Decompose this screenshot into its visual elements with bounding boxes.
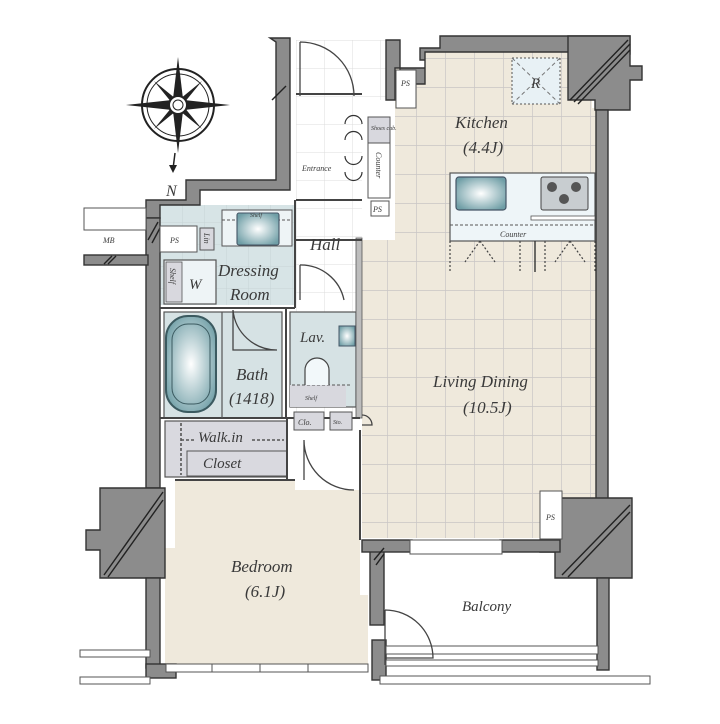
kitchen-counter: Counter [449,172,596,272]
mb-label: MB [102,236,115,245]
balcony-door [384,609,434,665]
walls [83,35,643,681]
kitchen-counter-label: Counter [500,230,527,239]
lin-label: Lin [202,232,211,244]
clo-label: Clo. [298,418,312,427]
mb-box [83,207,147,231]
living-dining-size: (10.5J) [463,398,512,417]
entrance-counter-label: Counter [374,152,383,179]
kitchen-sink [455,176,507,211]
dressing-shelf-label: Shelf [250,212,263,219]
bedroom-door [303,439,355,491]
entrance-storage: Shoes cab. Counter PS [344,114,397,217]
bathtub-icon [165,312,223,418]
ps-dressing-label: PS [169,236,179,245]
dressing-utility: PS Lin MB [102,225,215,253]
dressing-room-label-1: Dressing [217,261,279,280]
balcony-rail [379,539,651,685]
compass-rose-icon [126,57,230,173]
washer-shelf-label: Shelf [168,268,177,286]
lav-shelf [290,385,346,407]
washer-area: Shelf W [163,259,217,305]
ps-kitchen-label: PS [400,79,410,88]
dressing-sink: Shelf [221,209,293,247]
bedroom-window [79,649,369,685]
ps-living: PS [539,490,563,540]
bath-door [232,309,278,351]
kitchen-label: Kitchen [454,113,508,132]
balcony-label: Balcony [462,599,511,615]
bedroom-label: Bedroom [231,557,293,576]
washer-label: W [189,277,203,293]
walk-in-closet-label-1: Walk.in [198,430,243,446]
sto-label: Sto. [333,420,342,426]
bath-size: (1418) [229,389,275,408]
entrance-door [299,41,355,97]
shoes-cabinet-label: Shoes cab. [371,126,397,132]
sto-door [361,414,373,426]
toilet-icon [304,357,330,385]
entrance-label: Entrance [301,164,332,173]
kitchen-size: (4.4J) [463,138,503,157]
walk-in-closet-label-2: Closet [203,456,242,472]
bedroom-floor [165,480,368,664]
bath-label: Bath [236,365,268,384]
north-label: N [165,183,178,200]
lav-shelf-label: Shelf [305,395,318,402]
closets-small: Clo. Sto. [293,411,353,431]
doors [232,41,434,665]
ps-kitchen: PS [395,69,417,109]
living-dining-label: Living Dining [432,372,528,391]
bedroom-size: (6.1J) [245,582,285,601]
refrigerator-label: R [530,76,540,92]
lav-fixtures: Shelf [304,325,356,402]
hall-door [299,264,345,301]
hall-label: Hall [309,235,341,254]
column-hatches [103,39,631,578]
partitions [160,93,362,540]
lav-label: Lav. [299,330,325,346]
ps-living-label: PS [545,513,555,522]
dressing-room-label-2: Room [229,285,270,304]
stove-icon [540,176,589,211]
refrigerator-space: R [511,57,561,105]
ps-entrance-label: PS [372,205,382,214]
